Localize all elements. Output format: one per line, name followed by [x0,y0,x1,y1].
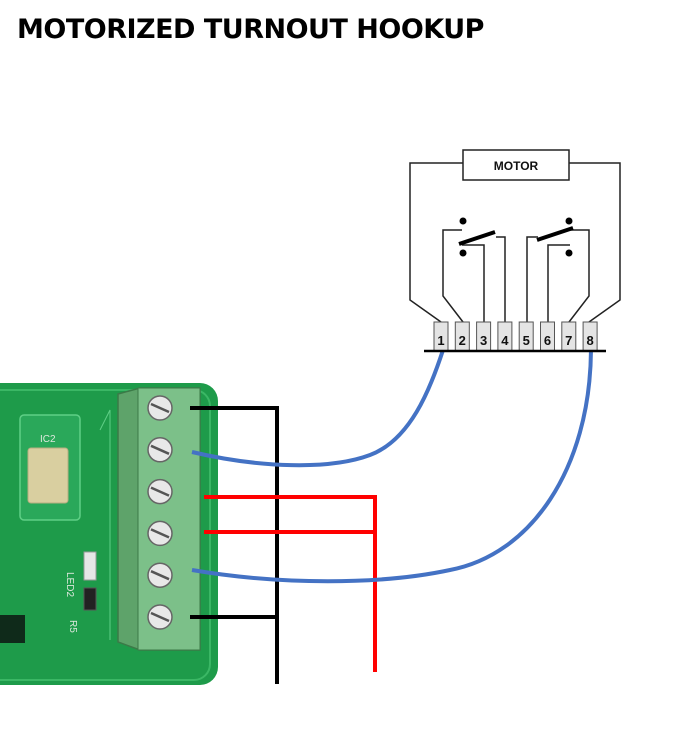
switch-right-contact-bottom [565,249,573,257]
blue-wire-pin-8 [191,349,593,584]
terminal-screw-slot-2 [150,444,170,455]
connector-pin-label-8: 8 [586,333,593,348]
terminal-screw-slot-3 [150,486,170,497]
switch-left-lead-a [442,229,464,323]
connector-pin-label-3: 3 [480,333,487,348]
motor-lead-right [569,162,621,323]
black-wire-terminal-1 [190,406,279,684]
led2-component [83,551,97,581]
pcb-edge [0,389,211,681]
connector-pin-label-6: 6 [544,333,551,348]
terminal-screw-slot-4 [150,528,170,539]
motor-label: MOTOR [494,159,539,173]
terminal-block-face [137,387,201,651]
black-wires [190,406,279,684]
connector-pin-label-2: 2 [459,333,466,348]
pcb-trace [99,409,111,640]
silkscreen-r5: R5 [67,620,78,633]
blue-wires [191,349,593,584]
switch-right-lead-a [526,236,538,322]
switch-right-lead-c [568,229,590,323]
switch-left-contact-bottom [459,249,467,257]
switch-right-lead-b [547,244,570,322]
terminal-block [117,387,201,651]
switch-right-arm [536,226,574,242]
silkscreen-led2: LED2 [64,572,75,597]
motor-box [462,149,570,181]
connector-pin-label-1: 1 [437,333,444,348]
switch-left-lead-c [496,236,506,322]
red-wires [204,495,377,672]
pcb-chip [0,615,25,643]
red-wire-terminal-3 [204,495,377,672]
diagram-title: MOTORIZED TURNOUT HOOKUP [17,14,484,45]
optocoupler-chip [27,447,69,504]
connector-pin-label-5: 5 [523,333,530,348]
terminal-screws [147,395,173,630]
terminal-screw-slot-1 [150,402,170,414]
switch-left-lead-b [462,244,485,322]
terminal-screw-slot-6 [150,611,170,623]
connector-pin-label-4: 4 [501,333,509,348]
resistor-r5 [83,587,97,611]
connector-pin-label-7: 7 [565,333,572,348]
blue-wire-pin-1 [191,349,445,468]
switch-right-contact-top [565,217,573,225]
motor-lead-left [409,162,463,323]
terminal-screw-slot-5 [150,570,170,581]
switch-left-arm [458,230,496,246]
silkscreen-ic2: IC2 [40,434,56,445]
switch-left-contact-top [459,217,467,225]
